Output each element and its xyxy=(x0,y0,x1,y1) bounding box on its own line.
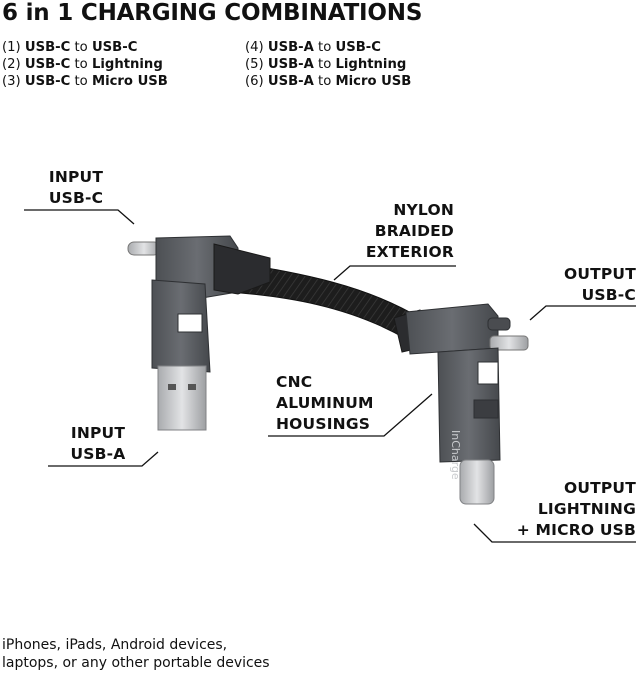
callout-nylon-braided: NYLON BRAIDED EXTERIOR xyxy=(330,200,454,263)
cable-strain-relief-left xyxy=(213,243,271,295)
callout-line: USB-C xyxy=(581,286,636,304)
callout-cnc-aluminum: CNC ALUMINUM HOUSINGS xyxy=(276,372,374,435)
combination-connector: to xyxy=(318,57,332,72)
compatibility-line: iPhones, iPads, Android devices, xyxy=(2,637,228,653)
callout-output-lightning: OUTPUT LIGHTNING + MICRO USB xyxy=(496,478,636,541)
combination-from: USB-A xyxy=(267,57,314,72)
callout-leader-lines xyxy=(24,209,636,543)
combination-to: USB-C xyxy=(91,40,138,55)
callout-line: USB-A xyxy=(70,445,126,463)
callout-line: OUTPUT xyxy=(563,265,636,283)
compatibility-note: iPhones, iPads, Android devices, laptops… xyxy=(2,636,270,672)
right-connector-head: InCharge xyxy=(393,303,529,505)
callout-line: ALUMINUM xyxy=(276,394,374,412)
combination-connector: to xyxy=(318,40,332,55)
combination-number: (4) xyxy=(245,40,264,55)
combination-connector: to xyxy=(74,74,88,89)
page-title: 6 in 1 CHARGING COMBINATIONS xyxy=(2,0,423,26)
combination-to: Micro USB xyxy=(91,74,168,89)
usb-a-input-plug xyxy=(157,365,207,431)
callout-line: CNC xyxy=(276,373,313,391)
combination-to: USB-C xyxy=(335,40,381,55)
compatibility-line: laptops, or any other portable devices xyxy=(2,655,270,671)
combination-connector: to xyxy=(318,74,332,89)
brand-mark: InCharge xyxy=(449,430,462,480)
lightning-output-plug xyxy=(489,335,529,351)
combination-number: (3) xyxy=(2,74,21,89)
combination-from: USB-A xyxy=(267,74,314,89)
callout-line: USB-C xyxy=(48,189,104,207)
combination-from: USB-A xyxy=(267,40,314,55)
callout-line: OUTPUT xyxy=(563,479,636,497)
combination-number: (5) xyxy=(245,57,264,72)
combination-item-2: (2) USB-C to Lightning xyxy=(2,56,163,73)
micro-usb-output-plug xyxy=(459,459,495,505)
left-connector-head xyxy=(127,235,271,431)
combination-item-5: (5) USB-A to Lightning xyxy=(245,56,406,73)
combination-item-6: (6) USB-A to Micro USB xyxy=(245,73,411,90)
callout-line: INPUT xyxy=(70,424,126,442)
combination-to: Lightning xyxy=(335,57,407,72)
usb-c-input-plug xyxy=(127,241,161,256)
callout-line: NYLON xyxy=(393,201,454,219)
combination-from: USB-C xyxy=(24,74,71,89)
combination-number: (2) xyxy=(2,57,21,72)
callout-line: BRAIDED xyxy=(374,222,454,240)
combination-from: USB-C xyxy=(24,57,71,72)
combination-to: Lightning xyxy=(91,57,163,72)
combination-number: (6) xyxy=(245,74,264,89)
combination-to: Micro USB xyxy=(335,74,412,89)
combination-item-4: (4) USB-A to USB-C xyxy=(245,39,381,56)
combination-item-1: (1) USB-C to USB-C xyxy=(2,39,137,56)
combination-number: (1) xyxy=(2,40,21,55)
callout-input-usb-c: INPUT USB-C xyxy=(38,167,114,209)
callout-line: + MICRO USB xyxy=(516,521,636,539)
callout-line: INPUT xyxy=(48,168,104,186)
callout-output-usb-c: OUTPUT USB-C xyxy=(520,264,636,306)
combination-from: USB-C xyxy=(24,40,71,55)
callout-line: EXTERIOR xyxy=(365,243,454,261)
combination-connector: to xyxy=(74,40,88,55)
callout-input-usb-a: INPUT USB-A xyxy=(60,423,136,465)
combination-connector: to xyxy=(74,57,88,72)
combination-item-3: (3) USB-C to Micro USB xyxy=(2,73,168,90)
usb-c-output-port xyxy=(487,317,511,331)
callout-line: LIGHTNING xyxy=(537,500,636,518)
callout-line: HOUSINGS xyxy=(276,415,371,433)
